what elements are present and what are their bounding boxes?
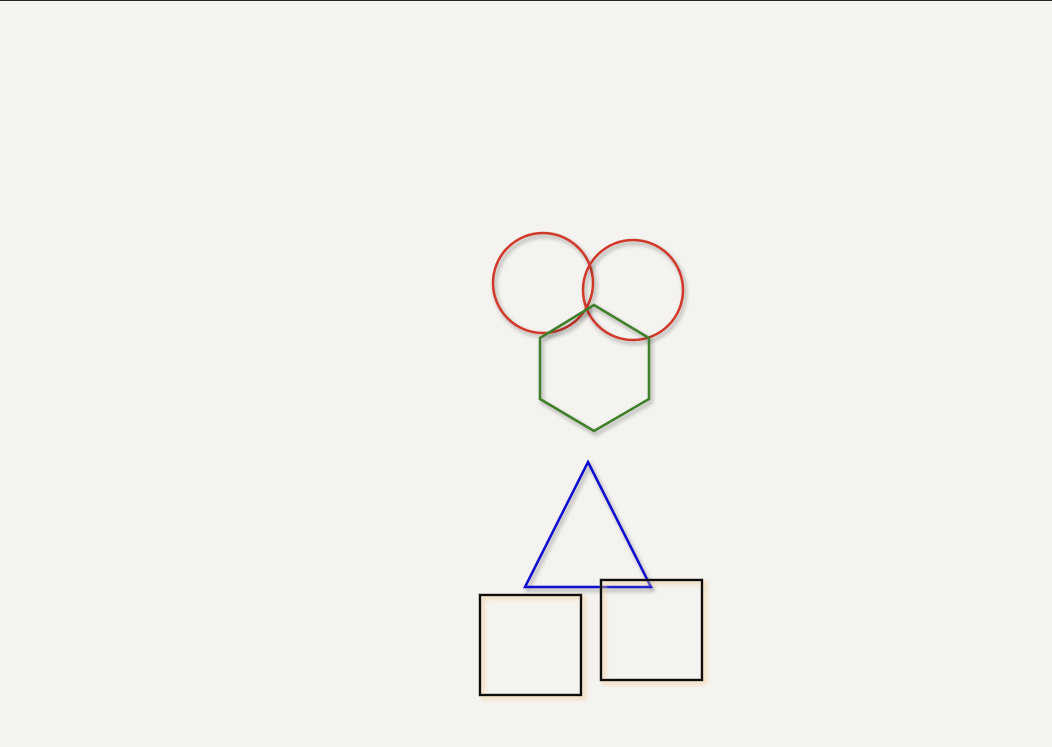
circle-right — [581, 238, 685, 342]
hexagon — [538, 303, 651, 433]
canvas-top-border — [0, 0, 1052, 1]
circle-left — [491, 231, 595, 335]
triangle — [522, 459, 654, 589]
square-right — [599, 578, 704, 682]
square-left — [478, 593, 583, 697]
